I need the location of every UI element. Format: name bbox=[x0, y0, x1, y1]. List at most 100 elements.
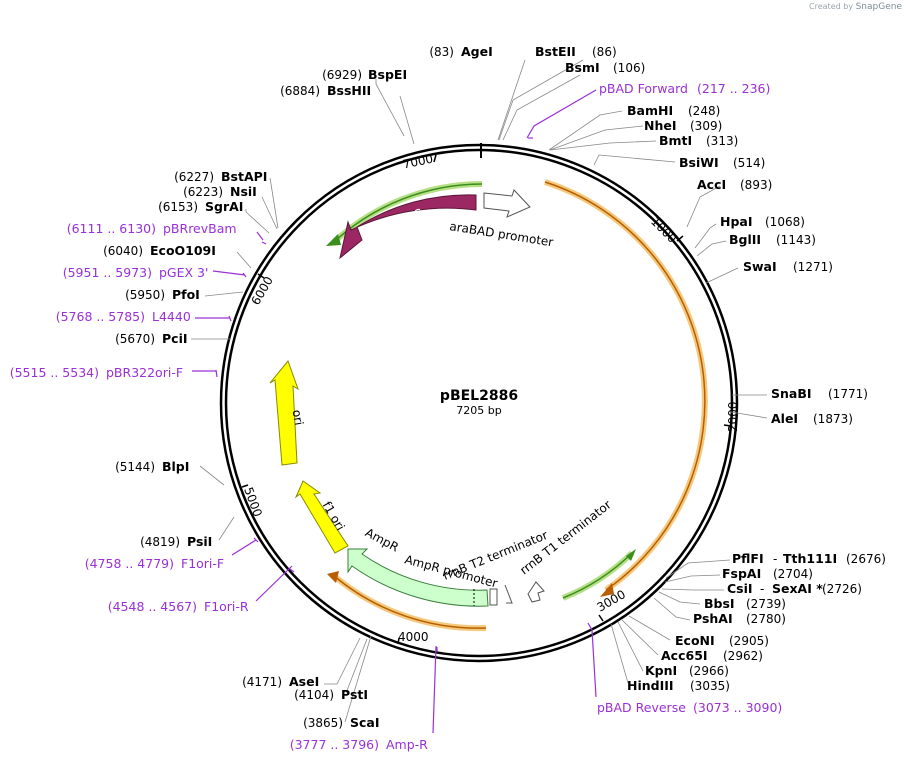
enzyme-acc65i-pos: (2962) bbox=[723, 649, 763, 663]
enzyme-pshai-pos: (2780) bbox=[746, 612, 786, 626]
enzyme-sgrai-pos: (6153) bbox=[158, 200, 198, 214]
backbone bbox=[219, 143, 739, 663]
enzyme-bstapi: BstAPI bbox=[221, 169, 267, 184]
enzyme-asei: AseI bbox=[289, 674, 319, 689]
enzyme-scai: ScaI bbox=[350, 715, 380, 730]
enzyme-snabi-pos: (1771) bbox=[828, 387, 868, 401]
enzyme-acci: AccI bbox=[697, 177, 726, 192]
enzyme-nsii: NsiI bbox=[230, 184, 257, 199]
enzyme-pfoi-pos: (5950) bbox=[125, 288, 165, 302]
enzyme-bglii: BglII bbox=[729, 232, 761, 247]
enzyme-csii: CsiI bbox=[727, 581, 753, 596]
enzyme-ageI-pos: (83) bbox=[429, 45, 454, 59]
enzyme-fspai: FspAI bbox=[722, 566, 761, 581]
feature-label-ori: ori bbox=[290, 409, 306, 427]
enzyme-alei-pos: (1873) bbox=[813, 412, 853, 426]
enzyme-bglii-pos: (1143) bbox=[776, 233, 816, 247]
enzyme-hindiii-pos: (3035) bbox=[690, 679, 730, 693]
primer-pbad-forward-range: (217 .. 236) bbox=[697, 81, 770, 96]
enzyme-pcii: PciI bbox=[162, 331, 188, 346]
enzyme-ecoo109i-pos: (6040) bbox=[103, 244, 143, 258]
primer-f1ori-r-range: (4548 .. 4567) bbox=[108, 599, 197, 614]
enzyme-bstapi-pos: (6227) bbox=[174, 170, 214, 184]
enzyme-hpai-pos: (1068) bbox=[765, 215, 805, 229]
enzyme-nhei-pos: (309) bbox=[690, 119, 722, 133]
feature-label-ampr: AmpR bbox=[363, 525, 401, 554]
primer-pgex3: pGEX 3' bbox=[159, 265, 208, 280]
primer-labels: pBAD Forward (217 .. 236) pBAD Reverse (… bbox=[10, 81, 783, 752]
enzyme-bmti-pos: (313) bbox=[706, 134, 738, 148]
enzyme-acc65i: Acc65I bbox=[661, 648, 708, 663]
primer-l4440: L4440 bbox=[152, 309, 191, 324]
enzyme-bmti: BmtI bbox=[659, 133, 692, 148]
tick-label-7000: 7000 bbox=[402, 152, 435, 172]
enzyme-swai-pos: (1271) bbox=[793, 260, 833, 274]
primer-amp-r: Amp-R bbox=[386, 737, 428, 752]
plasmid-name: pBEL2886 bbox=[440, 388, 518, 404]
enzyme-econi: EcoNI bbox=[675, 633, 715, 648]
primer-amp-r-range: (3777 .. 3796) bbox=[290, 737, 379, 752]
enzyme-sgrai: SgrAI bbox=[205, 199, 243, 214]
feature-arabad-promoter-arrow bbox=[483, 189, 531, 218]
feature-rrnb-t1-arrow bbox=[527, 581, 545, 603]
snapgene-credit: Created by SnapGene bbox=[809, 2, 902, 12]
enzyme-pcii-pos: (5670) bbox=[115, 332, 155, 346]
enzyme-psii: PsiI bbox=[187, 534, 212, 549]
enzyme-blpi: BlpI bbox=[162, 459, 189, 474]
enzyme-hindiii: HindIII bbox=[627, 678, 674, 693]
enzyme-bbsi: BbsI bbox=[704, 596, 735, 611]
enzyme-bsiwi: BsiWI bbox=[679, 155, 719, 170]
primer-lines bbox=[192, 89, 597, 734]
enzyme-bsteii: BstEII bbox=[535, 44, 576, 59]
enzyme-bsmi: BsmI bbox=[565, 60, 600, 75]
enzyme-ecoo109i: EcoO109I bbox=[150, 243, 216, 258]
enzyme-psti: PstI bbox=[341, 687, 368, 702]
enzyme-asei-pos: (4171) bbox=[242, 675, 282, 689]
enzyme-bamhi: BamHI bbox=[627, 103, 673, 118]
feature-arcs bbox=[326, 179, 708, 632]
enzyme-bsteii-pos: (86) bbox=[592, 45, 617, 59]
enzyme-sexai: SexAI * bbox=[772, 581, 823, 596]
primer-f1ori-f-range: (4758 .. 4779) bbox=[85, 556, 174, 571]
primer-pbr322ori-f-range: (5515 .. 5534) bbox=[10, 365, 99, 380]
credit-prefix: Created by bbox=[809, 2, 854, 11]
feature-label-arabad-promoter: araBAD promoter bbox=[449, 219, 555, 249]
enzyme-bspei: BspEI bbox=[368, 67, 407, 82]
enzyme-acci-pos: (893) bbox=[740, 178, 772, 192]
tick-label-4000: 4000 bbox=[398, 630, 429, 644]
enzyme-swai: SwaI bbox=[743, 259, 777, 274]
credit-brand: SnapGene bbox=[855, 2, 902, 12]
enzyme-bamhi-pos: (248) bbox=[688, 104, 720, 118]
enzyme-econi-pos: (2905) bbox=[729, 634, 769, 648]
enzyme-pshai: PshAI bbox=[693, 611, 733, 626]
feature-f1ori-arrow bbox=[294, 480, 349, 554]
tick-label-2000: 2000 bbox=[726, 401, 740, 432]
enzyme-psti-pos: (4104) bbox=[294, 688, 334, 702]
enzyme-bsmi-pos: (106) bbox=[613, 61, 645, 75]
feature-rrnb-t2-arrow bbox=[489, 588, 498, 606]
enzyme-csii-sep: - bbox=[760, 582, 764, 596]
enzyme-bsiwi-pos: (514) bbox=[733, 156, 765, 170]
enzyme-bsshii: BssHII bbox=[327, 83, 371, 98]
feature-ori-arrow bbox=[269, 359, 299, 466]
enzyme-blpi-pos: (5144) bbox=[115, 460, 155, 474]
enzyme-csii-pos: (2726) bbox=[822, 582, 862, 596]
feature-arac-arrow bbox=[339, 194, 477, 260]
enzyme-snabi: SnaBI bbox=[771, 386, 812, 401]
enzyme-scai-pos: (3865) bbox=[303, 716, 343, 730]
enzyme-bspei-pos: (6929) bbox=[322, 68, 362, 82]
leader-lines bbox=[191, 59, 768, 723]
primer-pbrrevbam: pBRrevBam bbox=[163, 221, 237, 236]
primer-l4440-range: (5768 .. 5785) bbox=[56, 309, 145, 324]
enzyme-bbsi-pos: (2739) bbox=[746, 597, 786, 611]
enzyme-psii-pos: (4819) bbox=[140, 535, 180, 549]
enzyme-bsshii-pos: (6884) bbox=[280, 84, 320, 98]
enzyme-nhei: NheI bbox=[644, 118, 677, 133]
primer-pbrrevbam-range: (6111 .. 6130) bbox=[67, 221, 156, 236]
primer-f1ori-f: F1ori-F bbox=[181, 556, 224, 571]
enzyme-kpni: KpnI bbox=[645, 663, 677, 678]
enzyme-pflfi-pos: (2676) bbox=[846, 552, 886, 566]
enzyme-pflfi: PflFI bbox=[732, 551, 764, 566]
primer-pbad-reverse-range: (3073 .. 3090) bbox=[693, 700, 782, 715]
